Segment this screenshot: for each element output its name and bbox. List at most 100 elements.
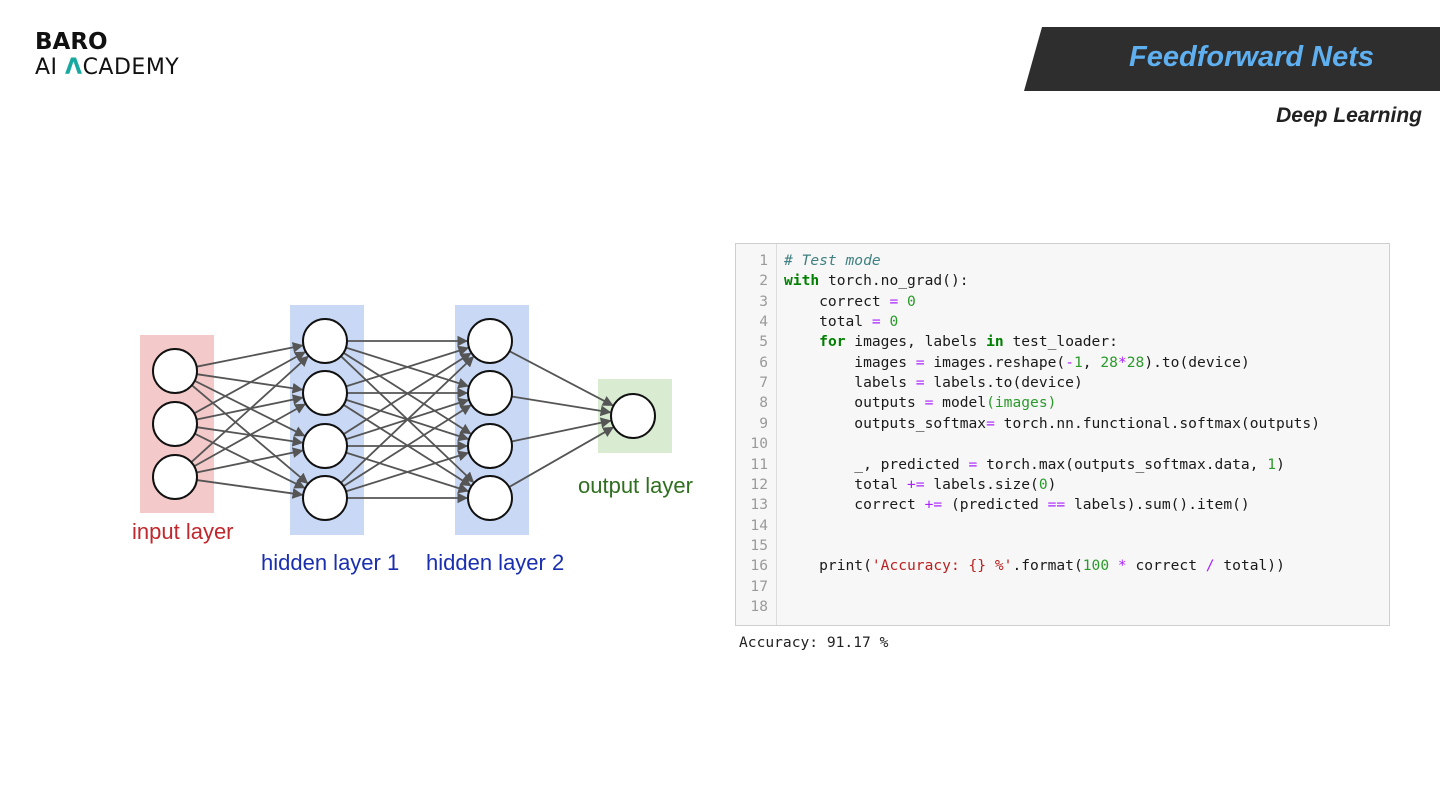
code-token: torch.max(outputs_softmax.data, (977, 455, 1268, 473)
line-number: 8 (759, 394, 768, 412)
layer-label-3: hidden layer 2 (426, 550, 564, 575)
code-token: images, labels (845, 333, 987, 351)
code-token: images.reshape( (924, 353, 1066, 371)
code-token: outputs (784, 394, 925, 412)
code-token: 0 (1038, 475, 1048, 493)
code-token: for (819, 333, 846, 351)
code-token: , (1082, 353, 1101, 371)
line-number: 2 (759, 272, 768, 290)
line-number: 1 (759, 252, 768, 269)
brand-line-2-suffix: CADEMY (82, 55, 180, 80)
code-token: labels.size( (924, 475, 1039, 493)
code-token: = (915, 353, 925, 371)
code-line: outputs = model(images) (784, 393, 1056, 413)
brand-logo: BARO AI ΛCADEMY (35, 30, 179, 81)
code-token: 28 (1126, 353, 1145, 371)
code-token: / (1205, 557, 1215, 575)
neuron-l1-3 (152, 454, 198, 500)
line-number: 13 (750, 496, 768, 514)
code-token: 1 (1073, 353, 1083, 371)
code-line: # Test mode (784, 251, 881, 271)
edge-l1-3-1 (190, 355, 309, 463)
neuron-l2-1 (302, 318, 348, 364)
code-token: 1 (1267, 455, 1277, 473)
code-token: = (924, 394, 934, 412)
code-line: for images, labels in test_loader: (784, 332, 1118, 352)
edge-l3-3-1 (511, 417, 612, 443)
code-token: 100 (1082, 557, 1110, 575)
edge-l2-4-2 (343, 404, 472, 487)
slide-subtitle: Deep Learning (1276, 104, 1422, 127)
neuron-l3-3 (467, 423, 513, 469)
neuron-l4-1 (610, 393, 656, 439)
code-token (898, 293, 907, 310)
code-token: total (784, 475, 908, 493)
line-number: 7 (759, 374, 768, 392)
code-token: - (1065, 353, 1074, 371)
edge-l2-3-1 (343, 352, 472, 435)
code-token: .format( (1012, 557, 1083, 575)
edge-l1-2-1 (193, 351, 306, 415)
neuron-l1-2 (152, 401, 198, 447)
code-token: correct (1126, 557, 1206, 575)
code-token: = (986, 414, 995, 432)
code-token: ) (1276, 455, 1285, 473)
code-line: print('Accuracy: {} %'.format(100 * corr… (784, 556, 1285, 576)
line-number: 16 (750, 557, 768, 575)
edge-l1-3-2 (193, 403, 306, 468)
line-number: 10 (750, 435, 768, 453)
edge-l3-1-1 (509, 350, 614, 407)
code-line: total = 0 (784, 312, 898, 332)
line-number: 11 (750, 455, 768, 473)
code-token: test_loader: (1003, 333, 1118, 351)
code-token: torch.nn.functional.softmax(outputs) (994, 414, 1320, 432)
line-number: 12 (750, 475, 768, 493)
console-output: Accuracy: 91.17 % (739, 634, 889, 651)
edge-l2-4-1 (340, 356, 475, 484)
code-token: model (933, 394, 987, 412)
slide-title: Feedforward Nets (1129, 41, 1374, 73)
code-token (1109, 557, 1118, 574)
code-token: += (924, 496, 943, 514)
code-token: 0 (889, 313, 899, 331)
code-token: print( (784, 557, 872, 575)
code-token: in (986, 333, 1004, 351)
code-token: correct (784, 496, 925, 514)
code-token: outputs_softmax (784, 414, 987, 432)
code-token: with (784, 272, 820, 290)
line-number: 9 (759, 414, 768, 432)
brand-line-2-prefix: AI (35, 55, 66, 80)
code-token: (predicted (942, 496, 1048, 514)
code-line: _, predicted = torch.max(outputs_softmax… (784, 455, 1285, 475)
edge-l2-2-1 (345, 345, 470, 388)
layer-label-2: hidden layer 1 (261, 550, 399, 575)
code-token: labels (784, 374, 916, 392)
code-token: images (784, 353, 916, 371)
code-token: 0 (907, 292, 916, 310)
edge-l2-4-3 (345, 450, 470, 493)
neuron-l2-3 (302, 423, 348, 469)
neuron-l3-4 (467, 475, 513, 521)
layer-label-4: output layer (578, 473, 693, 498)
code-line: total += labels.size(0) (784, 475, 1056, 495)
title-banner: Feedforward Nets (1024, 27, 1440, 91)
line-number: 18 (750, 597, 768, 615)
code-line: labels = labels.to(device) (784, 373, 1082, 393)
edge-l1-3-4 (196, 479, 304, 499)
edge-l3-4-1 (508, 426, 614, 488)
neuron-l2-4 (302, 475, 348, 521)
code-token: 'Accuracy: {} %' (871, 557, 1013, 575)
line-number: 5 (759, 333, 768, 351)
code-token: (images) (986, 394, 1057, 412)
code-token: total)) (1214, 557, 1285, 575)
code-token: == (1047, 496, 1066, 514)
code-token: _, predicted (784, 455, 969, 473)
neuron-l1-1 (152, 348, 198, 394)
code-token: = (871, 313, 881, 331)
code-token: * (1117, 557, 1127, 575)
neuron-l3-1 (467, 318, 513, 364)
code-token: labels).sum().item() (1065, 496, 1250, 514)
neuron-l3-2 (467, 370, 513, 416)
code-line: correct += (predicted == labels).sum().i… (784, 495, 1250, 515)
